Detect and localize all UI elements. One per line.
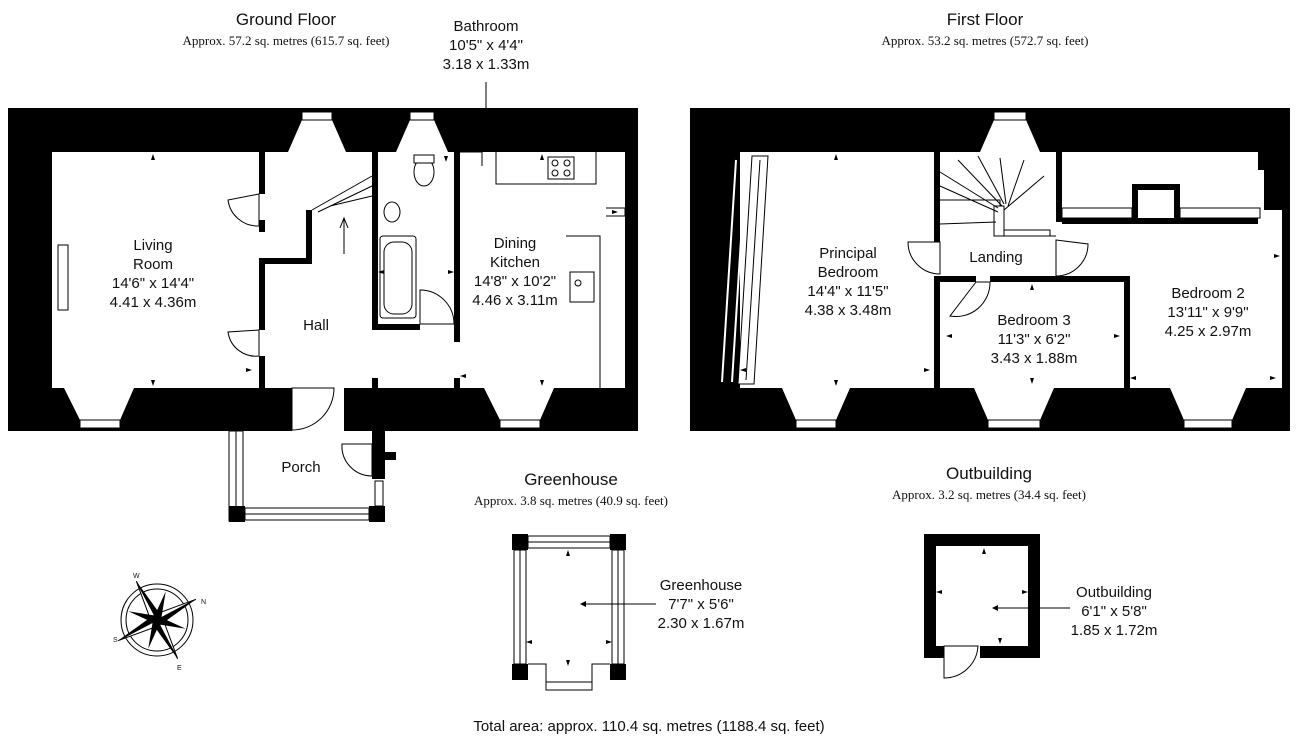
principal-bedroom-label-1: Principal xyxy=(819,245,877,262)
principal-bedroom-metric: 4.38 x 3.48m xyxy=(805,302,892,319)
bedroom-3-label: Bedroom 3 xyxy=(997,312,1070,329)
bathroom-chimney xyxy=(396,120,448,152)
compass-w: W xyxy=(133,573,140,580)
outbuilding-label: Outbuilding xyxy=(1076,584,1152,601)
bedroom-2-metric: 4.25 x 2.97m xyxy=(1165,323,1252,340)
total-area: Total area: approx. 110.4 sq. metres (11… xyxy=(473,718,824,735)
bathroom-label: Bathroom xyxy=(453,18,518,35)
bedroom-3-imperial: 11'3" x 6'2" xyxy=(998,331,1071,348)
bathroom-metric: 3.18 x 1.33m xyxy=(443,56,530,73)
ground-floor-outer-wall xyxy=(8,108,638,431)
living-room-metric: 4.41 x 4.36m xyxy=(110,294,197,311)
principal-bedroom-label-2: Bedroom xyxy=(818,264,879,281)
outbuilding-imperial: 6'1" x 5'8" xyxy=(1081,603,1147,620)
greenhouse-title: Greenhouse xyxy=(524,470,618,489)
principal-bedroom-imperial: 14'4" x 11'5" xyxy=(807,283,888,300)
outbuilding-metric: 1.85 x 1.72m xyxy=(1071,622,1158,639)
greenhouse-area: Approx. 3.8 sq. metres (40.9 sq. feet) xyxy=(474,493,668,508)
living-room-label-1: Living xyxy=(133,237,172,254)
kitchen-label-2: Kitchen xyxy=(490,254,540,271)
ground-floor-title: Ground Floor xyxy=(236,10,336,29)
porch-label: Porch xyxy=(281,459,320,476)
greenhouse-label: Greenhouse xyxy=(660,577,743,594)
living-room-bay xyxy=(64,388,134,420)
greenhouse-metric: 2.30 x 1.67m xyxy=(658,615,745,632)
greenhouse-imperial: 7'7" x 5'6" xyxy=(668,596,734,613)
kitchen-label-1: Dining xyxy=(494,235,537,252)
first-floor-plan xyxy=(690,108,1290,431)
outbuilding-area: Approx. 3.2 sq. metres (34.4 sq. feet) xyxy=(892,487,1086,502)
entrance-arrow-icon xyxy=(374,446,396,466)
bedroom-2-imperial: 13'11" x 9'9" xyxy=(1167,304,1248,321)
bedroom-3-metric: 3.43 x 1.88m xyxy=(991,350,1078,367)
hall-label: Hall xyxy=(303,317,329,334)
living-room-slope-wall xyxy=(28,152,52,388)
ground-floor-plan xyxy=(8,82,638,522)
hall-chimney xyxy=(288,120,346,152)
kitchen-imperial: 14'8" x 10'2" xyxy=(474,273,556,290)
ground-floor-area: Approx. 57.2 sq. metres (615.7 sq. feet) xyxy=(183,33,390,48)
outbuilding-title: Outbuilding xyxy=(946,464,1032,483)
compass-e: E xyxy=(177,665,182,672)
outbuilding-plan xyxy=(924,534,1070,679)
compass-rose-icon: N E S W xyxy=(113,573,206,672)
compass-n: N xyxy=(201,599,206,606)
first-floor-title: First Floor xyxy=(947,10,1024,29)
first-floor-outer-wall xyxy=(690,108,1290,431)
bedroom-2-label: Bedroom 2 xyxy=(1171,285,1244,302)
living-room-label-2: Room xyxy=(133,256,173,273)
compass-s: S xyxy=(113,637,118,644)
greenhouse-plan xyxy=(512,534,656,691)
kitchen-bay xyxy=(484,388,554,420)
kitchen-metric: 4.46 x 3.11m xyxy=(472,292,558,309)
first-floor-area: Approx. 53.2 sq. metres (572.7 sq. feet) xyxy=(882,33,1089,48)
bathroom-imperial: 10'5" x 4'4" xyxy=(449,37,523,54)
landing-label: Landing xyxy=(969,249,1022,266)
living-room-imperial: 14'6" x 14'4" xyxy=(112,275,194,292)
